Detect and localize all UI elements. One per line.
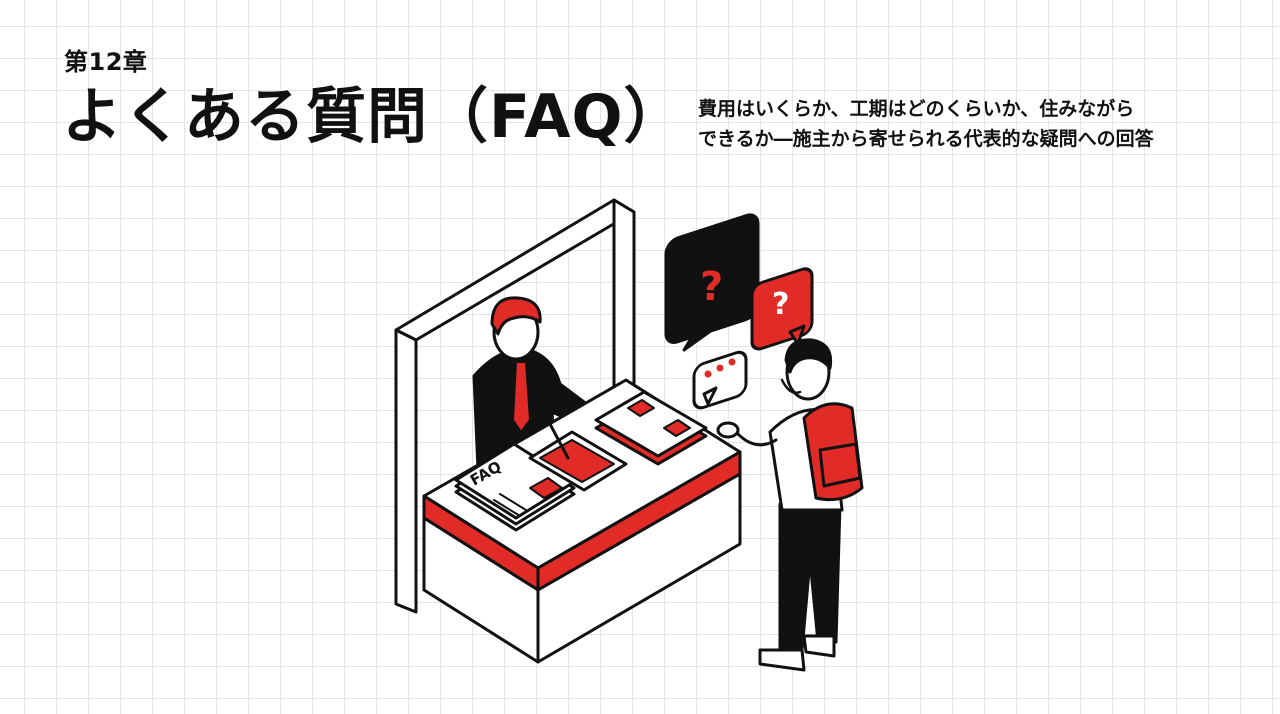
question-bubble-icon: ? xyxy=(664,213,760,352)
clerk-figure xyxy=(472,296,624,472)
question-bubble-icon: ? xyxy=(750,267,814,351)
page-title: よくある質問（FAQ） xyxy=(62,82,685,152)
tablet-device xyxy=(528,422,628,492)
brochure-stack xyxy=(594,390,708,466)
chapter-label: 第12章 xyxy=(64,48,148,76)
ellipsis-bubble-icon xyxy=(692,350,748,410)
subtitle-line-1: 費用はいくらか、工期はどのくらいか、住みながら xyxy=(698,98,1135,120)
subtitle-line-2: できるか―施主から寄せられる代表的な疑問への回答 xyxy=(698,128,1154,151)
backpack xyxy=(802,402,864,502)
customer-figure xyxy=(716,338,864,672)
svg-text:?: ? xyxy=(700,264,723,310)
page-subtitle: 費用はいくらか、工期はどのくらいか、住みながら できるか―施主から寄せられる代表… xyxy=(698,94,1154,155)
svg-text:?: ? xyxy=(772,287,789,322)
